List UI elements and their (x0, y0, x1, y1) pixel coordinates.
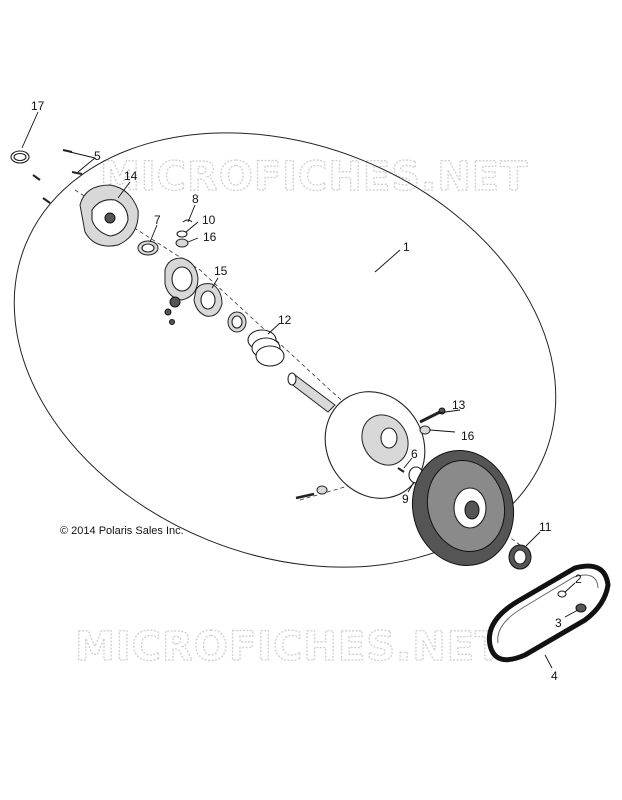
thrust-washer (227, 311, 247, 333)
part-2-washer (557, 590, 567, 598)
part-6-key (397, 467, 405, 473)
assembly-outline (13, 132, 557, 568)
part-13-pin (419, 407, 446, 424)
callout-10: 10 (202, 213, 216, 227)
callout-7: 7 (154, 213, 161, 227)
callout-4: 4 (551, 669, 558, 683)
callout-2: 2 (575, 572, 582, 586)
assembly-axis (74, 189, 521, 546)
part-8-clip (182, 219, 193, 223)
callout-3: 3 (555, 616, 562, 630)
part-4-belt (486, 563, 611, 663)
callout-9: 9 (402, 492, 409, 506)
callout-5: 5 (94, 149, 101, 163)
callout-8: 8 (192, 192, 199, 206)
watermark-bottom: MICROFICHES.NET (75, 624, 503, 670)
bolt (295, 485, 328, 500)
part-16-bushing-upper (175, 238, 189, 248)
callout-6: 6 (411, 447, 418, 461)
callout-17: 17 (31, 99, 45, 113)
part-12-spring (247, 329, 285, 367)
part-17-oring (10, 150, 30, 164)
callout-13: 13 (452, 398, 466, 412)
part-11-bearing (508, 544, 532, 570)
callout-11: 11 (539, 520, 552, 534)
part-7-ring (137, 240, 159, 256)
spider-hub (164, 257, 199, 325)
shaft (287, 372, 336, 413)
callout-14: 14 (124, 169, 138, 183)
callout-16-lower: 16 (461, 429, 475, 443)
callout-12: 12 (278, 313, 292, 327)
fixed-sheave (411, 450, 515, 566)
leader-lines (21, 111, 579, 669)
part-3-nut (575, 603, 587, 613)
copyright-text: © 2014 Polaris Sales Inc. (60, 525, 184, 537)
callout-15: 15 (214, 264, 228, 278)
callout-1: 1 (403, 240, 410, 254)
part-5-screws (32, 149, 83, 204)
part-14-cover (79, 184, 139, 247)
watermark-top: MICROFICHES.NET (100, 154, 528, 200)
part-15-roller-plate (193, 283, 223, 317)
part-16-bushing-lower (419, 425, 431, 435)
moveable-sheave (324, 391, 426, 499)
callouts: 17 5 14 8 10 16 7 15 12 1 13 16 6 9 11 2… (31, 99, 582, 683)
callout-16-upper: 16 (203, 230, 217, 244)
part-10-washer (176, 230, 188, 238)
